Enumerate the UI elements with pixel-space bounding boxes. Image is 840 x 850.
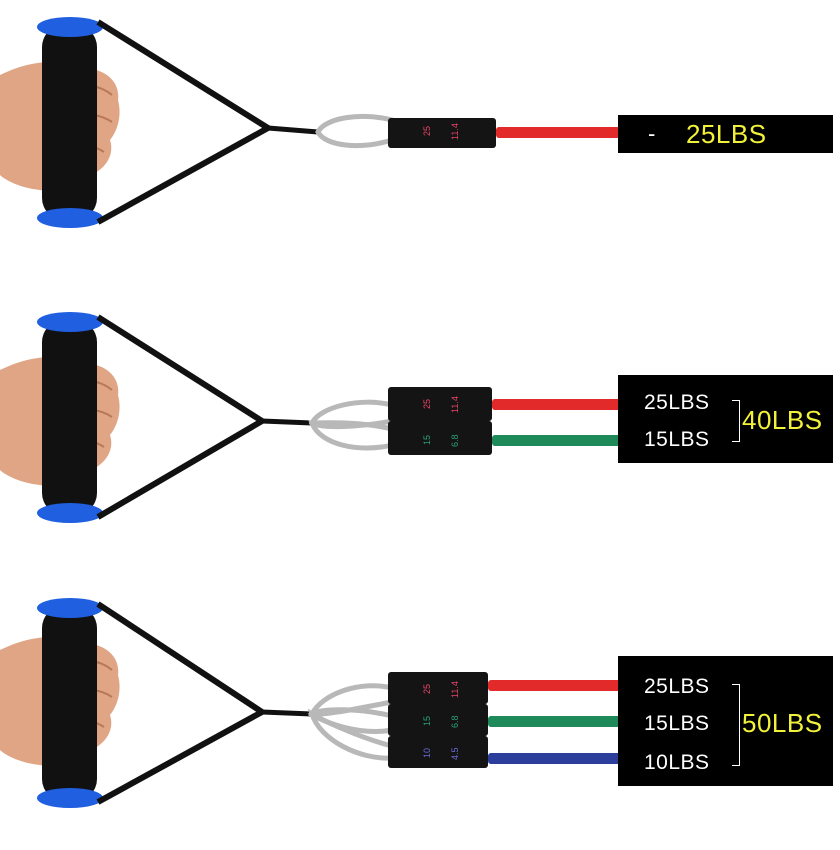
total-weight: 25LBS	[686, 119, 767, 149]
band-tag-green	[388, 421, 492, 455]
tag-weight-kg: 11.4	[450, 681, 460, 698]
handle-cap-top	[37, 312, 103, 332]
total-weight: 40LBS	[742, 405, 823, 435]
handle-strap	[96, 601, 268, 805]
tag-weight-lbs: 15	[422, 716, 432, 726]
handle-cap-top	[37, 17, 103, 37]
band-weight-label: 10LBS	[644, 751, 710, 774]
tag-weight-lbs: 10	[422, 748, 432, 758]
band-red	[496, 127, 620, 138]
weight-label-box: 25LBS 15LBS 10LBS 50LBS	[618, 656, 833, 786]
carabiner	[307, 708, 395, 761]
tag-weight-kg: 11.4	[450, 396, 460, 413]
scene-two-bands: 25 11.4 15 6.8 25LBS 15LBS 40LBS	[0, 295, 840, 555]
handle-with-band-illustration: 25 11.4	[0, 17, 620, 228]
handle-cap-top	[37, 598, 103, 618]
band-green	[492, 435, 622, 446]
weight-label-box: - 25LBS	[618, 115, 833, 153]
tag-weight-kg: 6.8	[450, 434, 460, 447]
tag-weight-lbs: 25	[422, 684, 432, 694]
handle-foam	[42, 320, 97, 515]
dash: -	[648, 121, 656, 146]
handle-foam	[42, 25, 97, 220]
carabiner	[315, 113, 395, 149]
weight-label-box: 25LBS 15LBS 40LBS	[618, 375, 833, 463]
band-red	[492, 399, 622, 410]
handle-cap-bottom	[37, 208, 103, 228]
handle-cap-bottom	[37, 788, 103, 808]
handle-strap	[96, 19, 274, 225]
band-weight-label: 25LBS	[644, 391, 710, 414]
band-tag-blue	[388, 736, 488, 768]
band-red	[488, 680, 622, 691]
total-weight: 50LBS	[742, 708, 823, 738]
band-tag-green	[388, 704, 488, 736]
band-weight-label: 15LBS	[644, 712, 710, 735]
band-tag-red	[388, 672, 488, 704]
tag-weight-lbs: 25	[422, 126, 432, 136]
scene-three-bands: 25 11.4 15 6.8 10 4.5 25LBS 15LBS 10LBS …	[0, 590, 840, 850]
tag-weight-kg: 6.8	[450, 715, 460, 728]
handle-with-three-bands-illustration: 25 11.4 15 6.8 10 4.5	[0, 598, 622, 808]
band-weight-label: 15LBS	[644, 428, 710, 451]
bracket	[732, 684, 740, 766]
handle-with-two-bands-illustration: 25 11.4 15 6.8	[0, 312, 622, 523]
band-weight-label: 25LBS	[644, 675, 710, 698]
handle-foam	[42, 606, 97, 801]
bracket	[732, 400, 740, 442]
tag-weight-kg: 4.5	[450, 747, 460, 760]
band-tag	[388, 118, 496, 148]
tag-weight-lbs: 15	[422, 435, 432, 445]
band-green	[488, 716, 622, 727]
handle-strap	[96, 314, 268, 520]
tag-weight-lbs: 25	[422, 399, 432, 409]
band-blue	[488, 753, 622, 764]
scene-single-band: 25 11.4 - 25LBS	[0, 0, 840, 260]
band-tag-red	[388, 387, 492, 421]
handle-cap-bottom	[37, 503, 103, 523]
tag-weight-kg: 11.4	[450, 123, 460, 140]
